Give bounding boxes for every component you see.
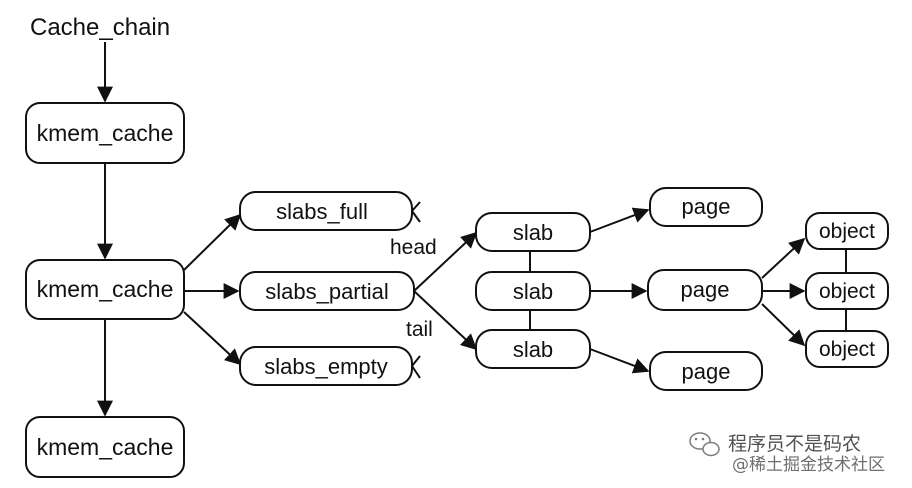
slabs-empty-node: slabs_empty	[239, 346, 413, 386]
page-node-2: page	[647, 269, 763, 311]
null-terminator-full	[411, 201, 421, 223]
edge-kmem2-to-slabs-empty	[183, 311, 242, 366]
slab-label-1: slab	[513, 220, 553, 245]
edge-partial-tail-to-slab3	[413, 290, 478, 351]
edge-slab1-to-page1	[589, 207, 650, 233]
slab-label-2: slab	[513, 279, 553, 304]
wechat-icon	[689, 432, 720, 457]
edge-partial-head-to-slab1	[413, 231, 478, 292]
slabs-partial-node: slabs_partial	[239, 271, 415, 311]
object-node-2: object	[805, 272, 889, 310]
object-label-3: object	[819, 338, 875, 361]
watermark-line-2: @稀土掘金技术社区	[732, 455, 885, 475]
object-node-3: object	[805, 330, 889, 368]
kmem-cache-node-3: kmem_cache	[25, 416, 185, 478]
slabs-partial-label: slabs_partial	[265, 279, 389, 304]
null-terminator-empty	[411, 355, 421, 379]
edge-label-head: head	[390, 236, 437, 259]
slabs-full-label: slabs_full	[276, 199, 368, 224]
edge-slab3-to-page3	[589, 348, 650, 374]
page-label-3: page	[682, 359, 731, 384]
slabs-full-node: slabs_full	[239, 191, 413, 231]
slab-node-3: slab	[475, 329, 591, 369]
kmem-cache-label-2: kmem_cache	[37, 276, 174, 302]
slab-node-2: slab	[475, 271, 591, 311]
page-label-2: page	[681, 277, 730, 302]
edge-page2-to-object3	[761, 303, 806, 347]
slab-label-3: slab	[513, 337, 553, 362]
edge-label-tail: tail	[406, 318, 433, 341]
object-label-2: object	[819, 280, 875, 303]
edge-kmem2-to-slabs-full	[183, 213, 242, 271]
object-node-1: object	[805, 212, 889, 250]
edges	[97, 42, 847, 417]
edge-page2-to-object1	[761, 237, 806, 279]
cache-chain-title: Cache_chain	[30, 14, 170, 41]
kmem-cache-node-2: kmem_cache	[25, 259, 185, 320]
watermark-line-1: 程序员不是码农	[728, 433, 861, 455]
kmem-cache-label-3: kmem_cache	[37, 434, 174, 460]
kmem-cache-label-1: kmem_cache	[37, 120, 174, 146]
object-label-1: object	[819, 220, 875, 243]
page-label-1: page	[682, 194, 731, 219]
watermark: 程序员不是码农 @稀土掘金技术社区	[689, 432, 885, 475]
page-node-3: page	[649, 351, 763, 391]
slab-node-1: slab	[475, 212, 591, 252]
kmem-cache-node-1: kmem_cache	[25, 102, 185, 164]
slabs-empty-label: slabs_empty	[264, 354, 388, 379]
page-node-1: page	[649, 187, 763, 227]
